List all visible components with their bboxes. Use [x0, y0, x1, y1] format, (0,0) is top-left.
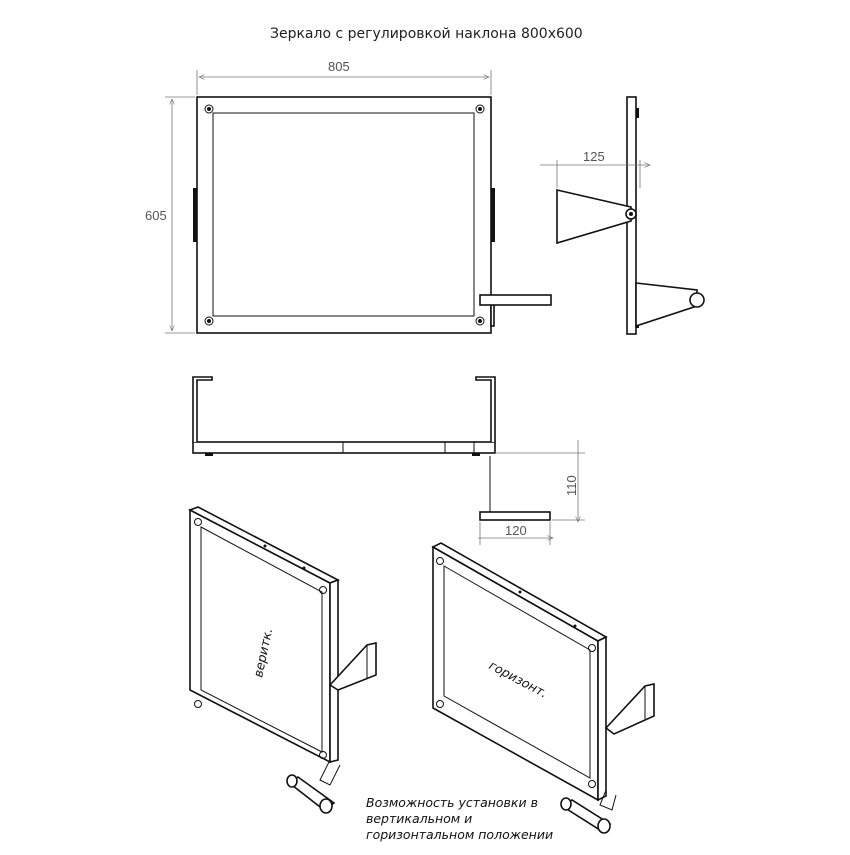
iso-horizontal: горизонт.	[431, 542, 655, 834]
dim-handle-110: 110	[564, 475, 579, 496]
dim-depth-125: 125	[583, 149, 605, 164]
front-dimensions: 805 605	[145, 59, 492, 334]
dim-height-605: 605	[145, 208, 167, 223]
drawing-title: Зеркало с регулировкой наклона 800х600	[270, 26, 583, 42]
installation-note: Возможность установки в вертикальном и г…	[366, 795, 554, 842]
top-view: 110 120	[192, 376, 585, 545]
dim-width-805: 805	[328, 59, 350, 74]
front-view	[193, 96, 552, 334]
dim-handle-120: 120	[505, 523, 527, 538]
iso-vertical: веритк.	[188, 506, 377, 814]
side-view: 125	[540, 96, 705, 335]
